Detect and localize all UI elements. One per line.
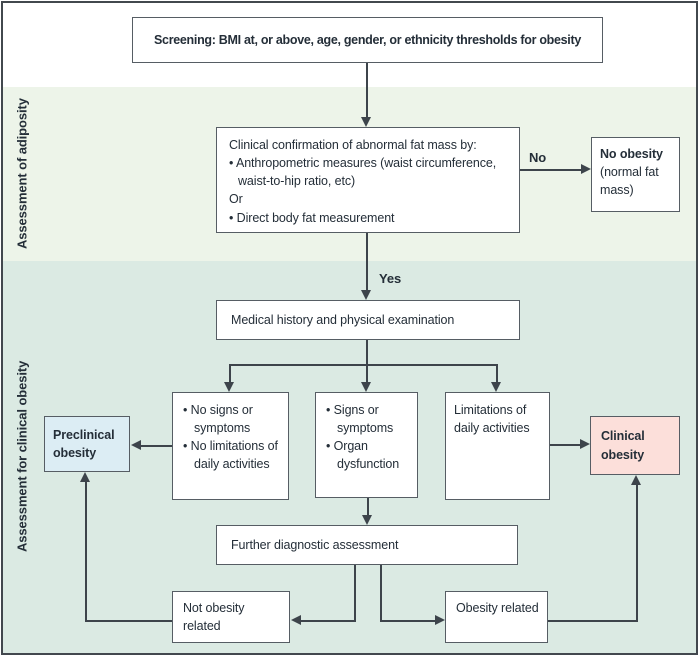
node-signs: • Signs or symptoms • Organ dysfunction	[315, 392, 418, 498]
edge-label-no: No	[529, 150, 547, 165]
section-label-adiposity: Assessment of adiposity	[14, 98, 30, 250]
arrowhead-down-icon	[224, 382, 234, 392]
node-not-obesity-related: Not obesity related	[172, 591, 290, 643]
connector-related-loop-h	[548, 620, 638, 622]
connector-notrelated-loop-h	[86, 620, 172, 622]
connector-branch-middle	[366, 364, 368, 384]
connector-branch-horizontal	[229, 364, 498, 366]
node-no-obesity: No obesity (normal fat mass)	[591, 137, 680, 212]
connector-branch-left	[229, 364, 231, 384]
signs-bullet1: • Signs or symptoms	[326, 403, 394, 436]
connector-to-preclinical	[140, 445, 172, 447]
connector-further-right-drop	[380, 565, 382, 622]
arrowhead-right-icon	[435, 615, 445, 625]
section-label-clinical-obesity: Assessment for clinical obesity	[14, 360, 30, 553]
node-no-signs: • No signs or symptoms • No limitations …	[172, 392, 289, 500]
connector-branch-right	[496, 364, 498, 384]
arrowhead-left-icon	[131, 440, 141, 450]
connector-notrelated-loop-v	[85, 480, 87, 622]
connector-further-left-drop	[354, 565, 356, 622]
connector-no	[520, 169, 583, 171]
connector-screening-confirmation	[366, 63, 368, 120]
arrowhead-right-icon	[580, 439, 590, 449]
node-clinical-confirmation: Clinical confirmation of abnormal fat ma…	[216, 127, 520, 233]
arrowhead-down-icon	[362, 515, 372, 525]
connector-signs-further	[367, 498, 369, 517]
connector-to-not-related	[300, 620, 356, 622]
node-further-diagnostic: Further diagnostic assessment	[216, 525, 518, 565]
node-screening: Screening: BMI at, or above, age, gender…	[132, 17, 603, 63]
node-clinical-obesity: Clinical obesity	[590, 416, 680, 475]
arrowhead-down-icon	[491, 382, 501, 392]
arrowhead-up-icon	[80, 472, 90, 482]
confirmation-intro: Clinical confirmation of abnormal fat ma…	[229, 138, 477, 152]
node-obesity-related: Obesity related	[445, 591, 548, 643]
connector-yes	[366, 233, 368, 292]
arrowhead-down-icon	[361, 117, 371, 127]
confirmation-or: Or	[229, 192, 243, 207]
signs-bullet2: • Organ dysfunction	[326, 439, 400, 472]
arrowhead-down-icon	[361, 382, 371, 392]
no-obesity-subtitle: (normal fat mass)	[600, 165, 659, 198]
connector-to-related	[380, 620, 437, 622]
arrowhead-up-icon	[631, 475, 641, 485]
no-obesity-title: No obesity	[600, 147, 663, 161]
no-signs-bullet2: • No limitations of daily activities	[183, 439, 278, 472]
arrowhead-down-icon	[361, 290, 371, 300]
confirmation-bullet-anthropometric: • Anthropometric measures (waist circumf…	[229, 156, 497, 171]
connector-related-loop-v	[636, 483, 638, 622]
node-medical-history: Medical history and physical examination	[216, 300, 520, 340]
edge-label-yes: Yes	[379, 271, 402, 286]
connector-history-branch	[366, 340, 368, 366]
node-limitations: Limitations of daily activities	[445, 392, 550, 500]
connector-to-clinical	[550, 444, 582, 446]
no-signs-bullet1: • No signs or symptoms	[183, 403, 253, 436]
confirmation-bullet-anthropometric-cont: waist-to-hip ratio, etc)	[238, 174, 356, 189]
confirmation-bullet-direct: • Direct body fat measurement	[229, 210, 395, 225]
node-preclinical-obesity: Preclinical obesity	[44, 416, 130, 472]
arrowhead-left-icon	[291, 615, 301, 625]
arrowhead-right-icon	[581, 164, 591, 174]
